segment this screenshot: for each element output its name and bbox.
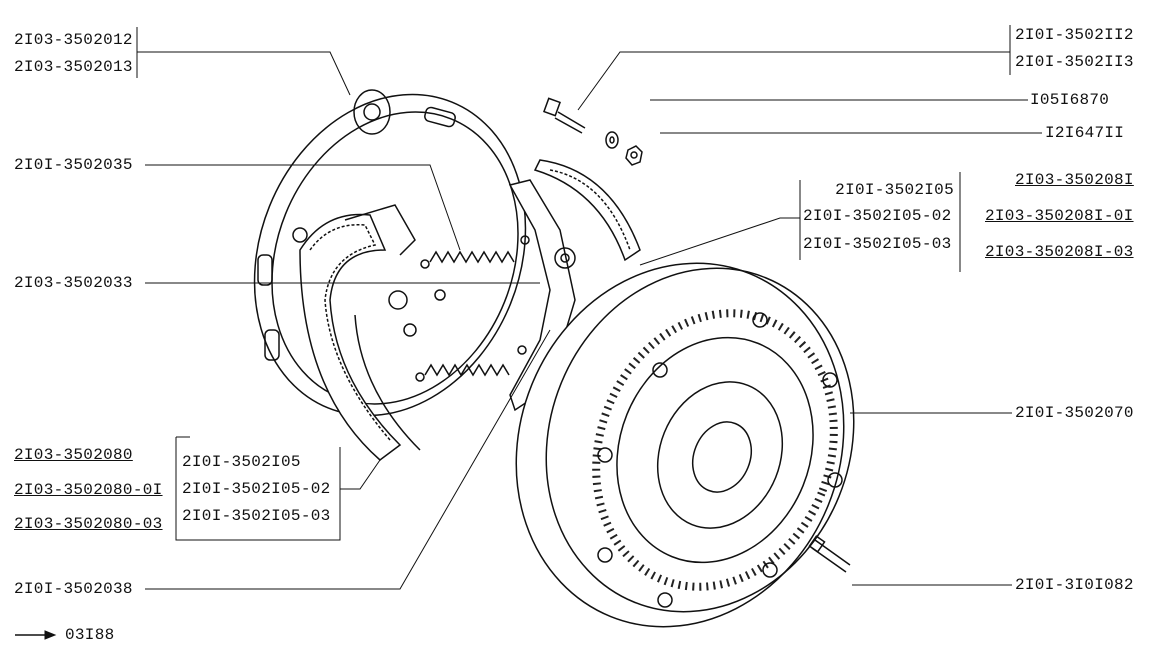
label-bolt-2: 2I0I-3502II3 (1015, 53, 1134, 71)
brake-drum (515, 262, 855, 628)
bolt (543, 97, 586, 134)
label-backing-plate-1: 2I03-3502012 (14, 31, 133, 49)
label-spring-lower: 2I0I-3502038 (14, 580, 133, 598)
label-figure-ref: 03I88 (65, 626, 115, 644)
label-washer: I05I6870 (1030, 91, 1110, 109)
label-lining-right-3: 2I0I-3502I05-03 (803, 235, 952, 253)
label-spring-upper: 2I03-3502033 (14, 274, 133, 292)
label-backing-plate-2: 2I03-3502013 (14, 58, 133, 76)
label-shoe-right-2: 2I03-350208I-0I (985, 207, 1134, 225)
brake-shoe-right (508, 159, 641, 412)
label-shoe-right-3: 2I03-350208I-03 (985, 243, 1134, 261)
label-lining-right-1: 2I0I-3502I05 (835, 181, 954, 199)
label-pin: 2I0I-3502035 (14, 156, 133, 174)
leader-lines (15, 25, 1042, 640)
label-lining-left-3: 2I0I-3502I05-03 (182, 507, 331, 525)
nut (625, 145, 643, 166)
label-shoe-right-1: 2I03-350208I (1015, 171, 1134, 189)
label-lining-left-2: 2I0I-3502I05-02 (182, 480, 331, 498)
label-shoe-left-3: 2I03-3502080-03 (14, 515, 163, 533)
label-lining-left-1: 2I0I-3502I05 (182, 453, 301, 471)
label-lining-right-2: 2I0I-3502I05-02 (803, 207, 952, 225)
label-stud: 2I0I-3I0I082 (1015, 576, 1134, 594)
washer (605, 131, 619, 149)
spring-upper (420, 235, 530, 269)
label-shoe-left-2: 2I03-3502080-0I (14, 481, 163, 499)
label-shoe-left-1: 2I03-3502080 (14, 446, 133, 464)
wheel-stud (808, 535, 851, 573)
label-nut: I2I647II (1045, 124, 1125, 142)
spring-lower (415, 345, 527, 382)
label-drum: 2I0I-3502070 (1015, 404, 1134, 422)
label-bolt-1: 2I0I-3502II2 (1015, 26, 1134, 44)
brake-shoe-left (299, 204, 421, 461)
